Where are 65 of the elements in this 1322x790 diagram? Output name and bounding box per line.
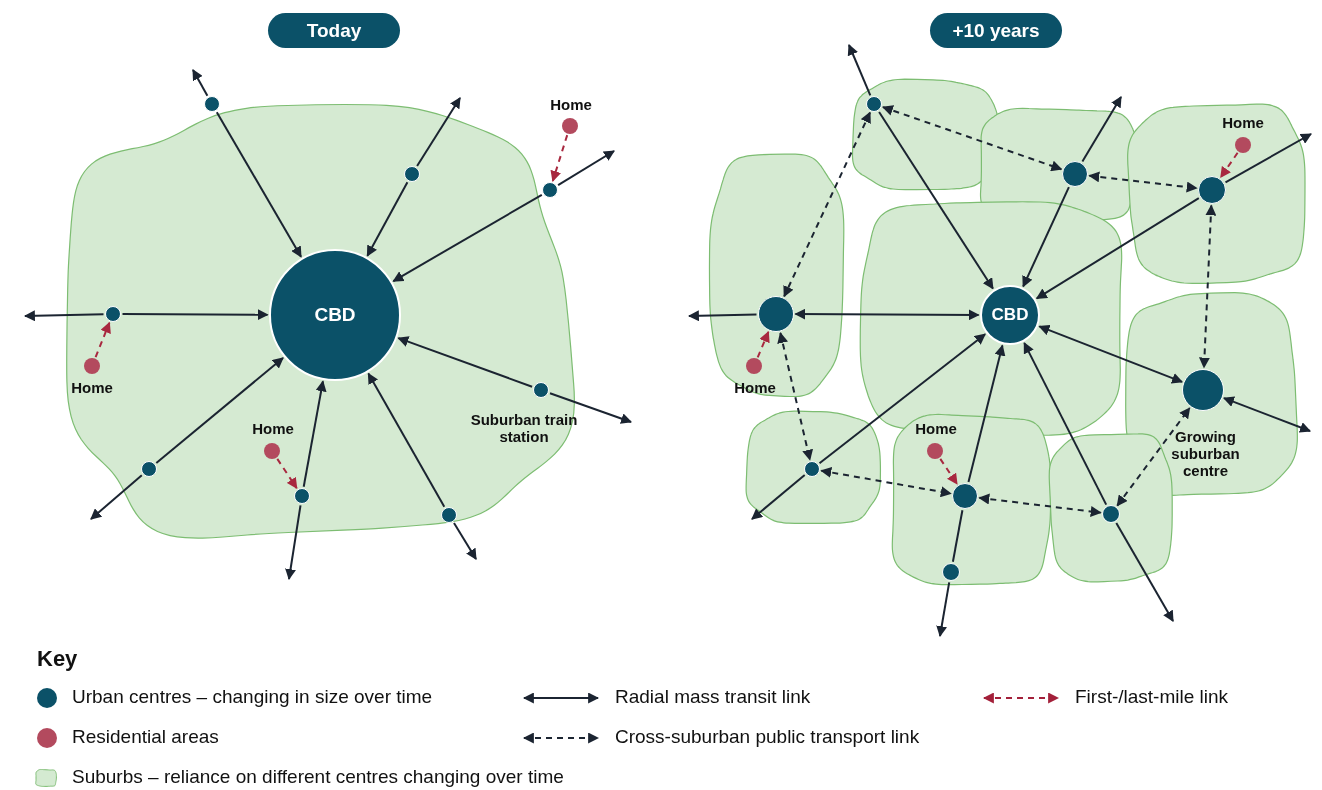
arrow <box>1115 522 1174 622</box>
arrow <box>302 380 327 488</box>
dashed-arrow <box>1116 407 1191 507</box>
arrow <box>453 522 477 560</box>
legend-text: Urban centres – changing in size over time <box>72 686 433 708</box>
arrow <box>397 336 534 388</box>
place-label: Home <box>70 379 114 396</box>
place-caption: Suburban train station <box>469 411 579 445</box>
dashed-arrow <box>783 111 871 298</box>
place-label: Home <box>733 379 777 396</box>
place-label: Home <box>1221 114 1265 131</box>
dashed-arrow <box>881 105 1063 172</box>
arrow <box>549 392 633 424</box>
dashed-arrow <box>1219 151 1239 179</box>
arrow <box>416 97 461 167</box>
dashed-arrow <box>1088 171 1198 193</box>
arrow <box>847 44 872 97</box>
dashed-arrow <box>978 493 1102 517</box>
dashed-arrow <box>756 331 770 359</box>
dashed-arrow <box>820 467 952 498</box>
legend-text: Radial mass transit link <box>615 686 811 708</box>
arrow <box>878 111 994 290</box>
dashed-arrow <box>94 321 111 359</box>
arrow <box>1035 197 1200 300</box>
arrow <box>794 308 980 321</box>
urban-centre-dot <box>542 182 558 198</box>
arrow <box>192 69 209 97</box>
arrow <box>90 474 143 520</box>
arrow <box>1038 324 1184 384</box>
arrow <box>1022 186 1070 288</box>
arrow <box>818 333 987 465</box>
place-label: Home <box>914 420 958 437</box>
arrow <box>215 111 302 258</box>
arrow <box>366 181 409 257</box>
arrow <box>687 310 758 322</box>
arrow <box>121 309 269 321</box>
arrow <box>285 504 302 581</box>
arrow <box>367 372 446 508</box>
key-heading: Key <box>37 646 78 672</box>
legend-text: First-/last-mile link <box>1075 686 1229 708</box>
place-label: Home <box>251 420 295 437</box>
arrow <box>1222 396 1312 433</box>
arrow <box>155 357 284 464</box>
arrow <box>1023 342 1108 506</box>
urban-centre-dot <box>204 96 220 112</box>
arrow <box>557 150 615 187</box>
arrow <box>392 193 543 283</box>
dashed-arrow <box>1198 204 1217 369</box>
arrow <box>23 310 105 322</box>
dashed-arrow <box>777 331 813 461</box>
place-caption: Growing suburban centre <box>1170 428 1241 479</box>
arrow <box>967 344 1006 483</box>
arrow <box>751 474 806 520</box>
dashed-arrow <box>276 457 298 490</box>
arrow <box>1224 133 1312 184</box>
place-label: Home <box>549 96 593 113</box>
dashed-arrow <box>939 457 958 485</box>
legend-text: Cross-suburban public transport link <box>615 726 920 748</box>
arrow <box>1081 96 1122 163</box>
legend-text: Residential areas <box>72 726 219 748</box>
arrow <box>936 581 951 638</box>
period-pill: Today <box>268 13 400 48</box>
legend-text: Suburbs – reliance on different centres changing over time <box>72 766 564 788</box>
period-pill: +10 years <box>930 13 1062 48</box>
dashed-arrow <box>550 134 569 182</box>
